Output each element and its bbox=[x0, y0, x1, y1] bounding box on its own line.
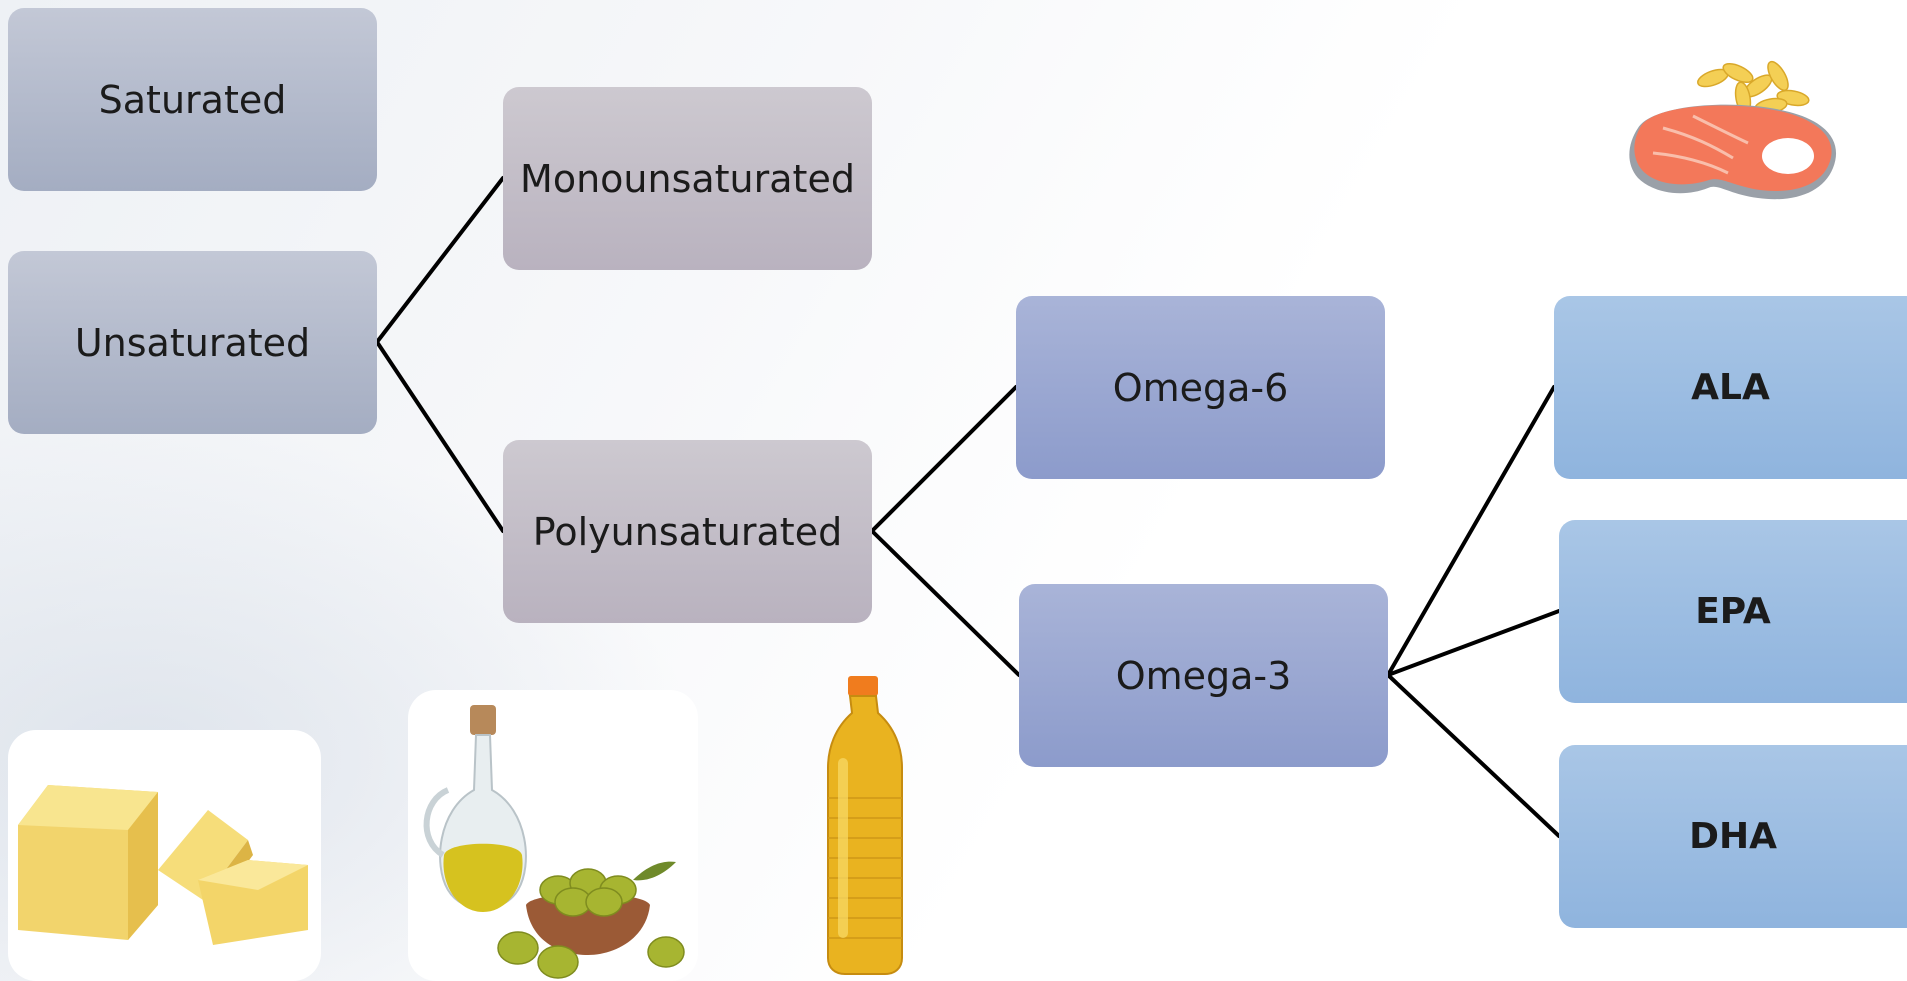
node-saturated: Saturated bbox=[8, 8, 377, 191]
node-polyunsaturated: Polyunsaturated bbox=[503, 440, 872, 623]
node-monounsaturated: Monounsaturated bbox=[503, 87, 872, 270]
node-unsaturated-label: Unsaturated bbox=[74, 320, 311, 365]
node-ala: ALA bbox=[1554, 296, 1907, 479]
node-dha: DHA bbox=[1559, 745, 1907, 928]
salmon-fish-oil-image bbox=[1543, 18, 1907, 258]
edge-omega3-dha bbox=[1386, 673, 1561, 838]
node-omega6-label: Omega-6 bbox=[1112, 365, 1289, 410]
node-ala-label: ALA bbox=[1691, 367, 1770, 408]
edge-omega3-epa bbox=[1386, 609, 1561, 677]
vegetable-oil-bottle-image bbox=[810, 668, 920, 981]
edge-unsaturated-monounsaturated bbox=[375, 176, 505, 344]
edge-polyunsaturated-omega3 bbox=[870, 529, 1021, 677]
butter-image bbox=[8, 730, 321, 981]
olive-oil-image bbox=[408, 690, 698, 981]
node-omega6: Omega-6 bbox=[1016, 296, 1385, 479]
node-omega3: Omega-3 bbox=[1019, 584, 1388, 767]
edge-polyunsaturated-omega6 bbox=[870, 385, 1018, 533]
node-unsaturated: Unsaturated bbox=[8, 251, 377, 434]
edge-unsaturated-polyunsaturated bbox=[375, 340, 505, 533]
node-dha-label: DHA bbox=[1689, 816, 1777, 857]
node-saturated-label: Saturated bbox=[98, 77, 287, 122]
node-epa: EPA bbox=[1559, 520, 1907, 703]
node-omega3-label: Omega-3 bbox=[1115, 653, 1292, 698]
node-monounsaturated-label: Monounsaturated bbox=[520, 156, 855, 201]
edge-omega3-ala bbox=[1386, 385, 1556, 677]
node-polyunsaturated-label: Polyunsaturated bbox=[532, 509, 843, 554]
node-epa-label: EPA bbox=[1695, 591, 1771, 632]
